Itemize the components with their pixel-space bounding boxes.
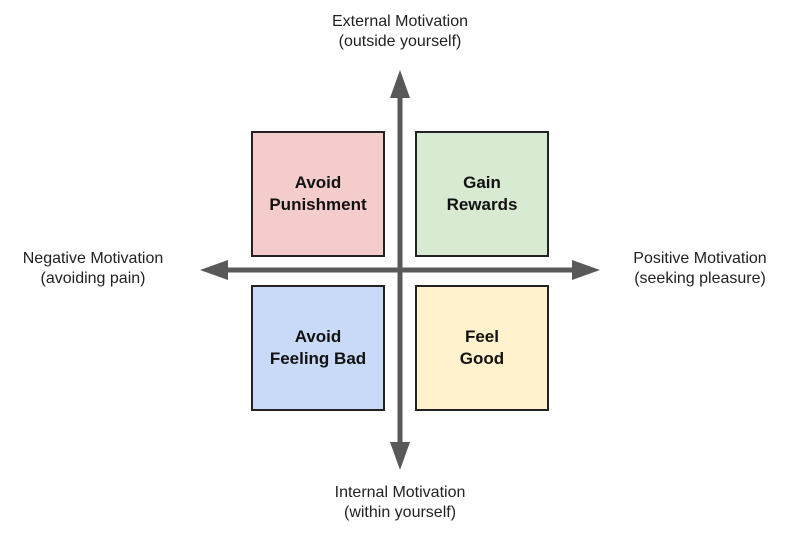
quadrant-label-line1: Avoid — [294, 327, 342, 346]
axis-label-subtitle: (seeking pleasure) — [634, 270, 766, 287]
axis-label-title: Positive Motivation — [633, 250, 767, 267]
axis-label-subtitle: (outside yourself) — [338, 33, 462, 50]
axis-label-external: External Motivation (outside yourself) — [300, 12, 500, 52]
quadrant-feel-good: Feel Good — [415, 285, 549, 411]
quadrant-label-line2: Punishment — [269, 195, 367, 214]
arrow-left-icon — [200, 260, 228, 280]
quadrant-label-line1: Gain — [463, 173, 501, 192]
quadrant-label-line1: Feel — [464, 327, 499, 346]
quadrant-avoid-punishment: Avoid Punishment — [251, 131, 385, 257]
quadrant-label-line2: Feeling Bad — [269, 349, 367, 368]
axis-label-positive: Positive Motivation (seeking pleasure) — [612, 249, 788, 289]
quadrant-gain-rewards: Gain Rewards — [415, 131, 549, 257]
axis-label-title: Negative Motivation — [22, 250, 164, 267]
quadrant-avoid-feeling-bad: Avoid Feeling Bad — [251, 285, 385, 411]
axis-label-title: External Motivation — [331, 13, 469, 30]
arrow-up-icon — [390, 70, 410, 98]
axis-label-subtitle: (within yourself) — [343, 504, 457, 521]
arrow-right-icon — [572, 260, 600, 280]
quadrant-label-line2: Good — [459, 349, 505, 368]
axis-label-negative: Negative Motivation (avoiding pain) — [0, 249, 186, 289]
axis-label-internal: Internal Motivation (within yourself) — [300, 483, 500, 523]
axis-label-subtitle: (avoiding pain) — [40, 270, 146, 287]
quadrant-label-line2: Rewards — [446, 195, 518, 214]
quadrant-label-line1: Avoid — [294, 173, 342, 192]
arrow-down-icon — [390, 442, 410, 470]
axis-label-title: Internal Motivation — [334, 484, 466, 501]
